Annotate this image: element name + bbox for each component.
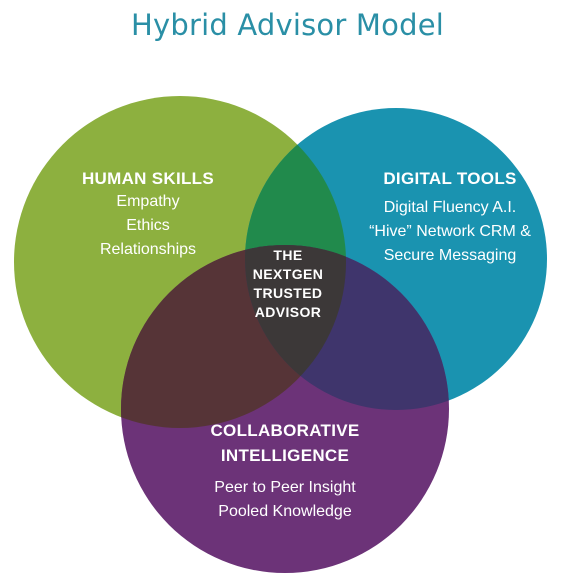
digital-tools-heading: DIGITAL TOOLS <box>383 169 517 188</box>
human-skills-label: HUMAN SKILLS Empathy Ethics Relationship… <box>48 168 248 262</box>
human-skill-item: Relationships <box>99 241 197 258</box>
center-line: NEXTGEN <box>252 266 324 282</box>
digital-tool-item: Secure Messaging <box>383 247 517 264</box>
collab-heading-line: COLLABORATIVE <box>210 421 360 440</box>
digital-tool-item: “Hive” Network CRM & <box>369 223 531 240</box>
page-title: Hybrid Advisor Model <box>130 8 444 42</box>
collab-item: Pooled Knowledge <box>218 503 352 520</box>
digital-tools-label: DIGITAL TOOLS Digital Fluency A.I. “Hive… <box>345 168 555 268</box>
center-line: ADVISOR <box>254 304 322 320</box>
collab-heading-line: INTELLIGENCE <box>220 446 350 465</box>
center-label: THE NEXTGEN TRUSTED ADVISOR <box>225 246 351 322</box>
collaborative-intelligence-label: COLLABORATIVE INTELLIGENCE Peer to Peer … <box>170 418 400 524</box>
digital-tool-item: Digital Fluency A.I. <box>383 199 517 216</box>
human-skill-item: Empathy <box>116 193 180 210</box>
human-skills-heading: HUMAN SKILLS <box>81 169 215 188</box>
center-line: THE <box>273 247 303 263</box>
center-line: TRUSTED <box>253 285 323 301</box>
collab-item: Peer to Peer Insight <box>214 479 356 496</box>
human-skill-item: Ethics <box>126 217 170 234</box>
